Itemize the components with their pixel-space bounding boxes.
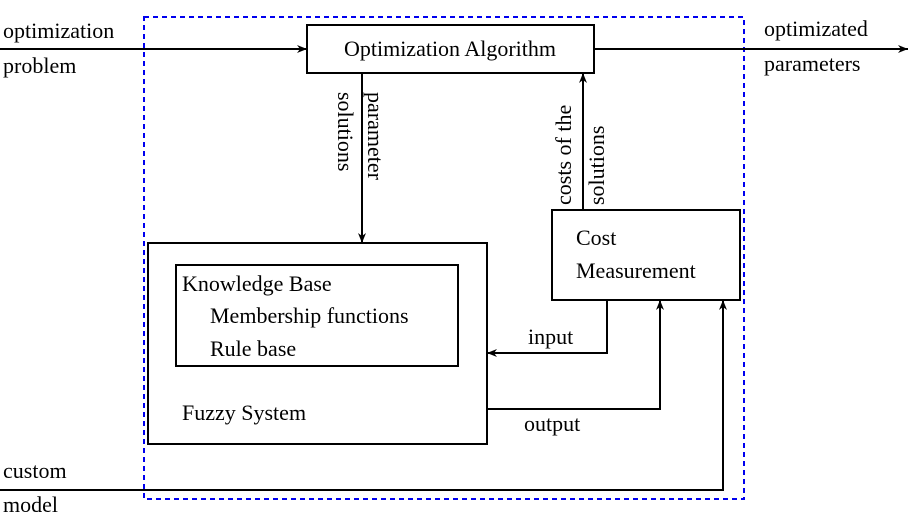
input-label: input (528, 324, 573, 349)
arrow-output (487, 300, 664, 410)
knowledge-base-label: Knowledge Base (182, 271, 332, 296)
custom-model-label-1: custom (3, 458, 67, 483)
parameter-solutions-label-2: solutions (333, 92, 358, 171)
arrow-input (487, 300, 608, 357)
optimized-parameters-label-1: optimizated (764, 16, 868, 41)
optimized-parameters-label-2: parameters (764, 51, 861, 76)
optimization-algorithm-label: Optimization Algorithm (344, 36, 556, 61)
fuzzy-system-label: Fuzzy System (182, 400, 306, 425)
system-boundary (143, 16, 745, 500)
knowledge-base-box (175, 264, 459, 367)
optimization-problem-label-1: optimization (3, 18, 114, 43)
optimization-problem-label-2: problem (3, 53, 76, 78)
custom-model-label-2: model (3, 492, 58, 517)
output-label: output (524, 411, 580, 436)
cost-measurement-label-2: Measurement (576, 258, 696, 283)
membership-functions-label: Membership functions (210, 303, 409, 328)
costs-of-solutions-label-1: costs of the (551, 105, 576, 205)
costs-of-solutions-label-2: solutions (584, 126, 609, 205)
arrow-custom-model (0, 300, 727, 491)
cost-measurement-label-1: Cost (576, 225, 616, 250)
cost-measurement-box (551, 209, 741, 301)
rule-base-label: Rule base (210, 336, 296, 361)
parameter-solutions-label-1: parameter (363, 92, 388, 181)
